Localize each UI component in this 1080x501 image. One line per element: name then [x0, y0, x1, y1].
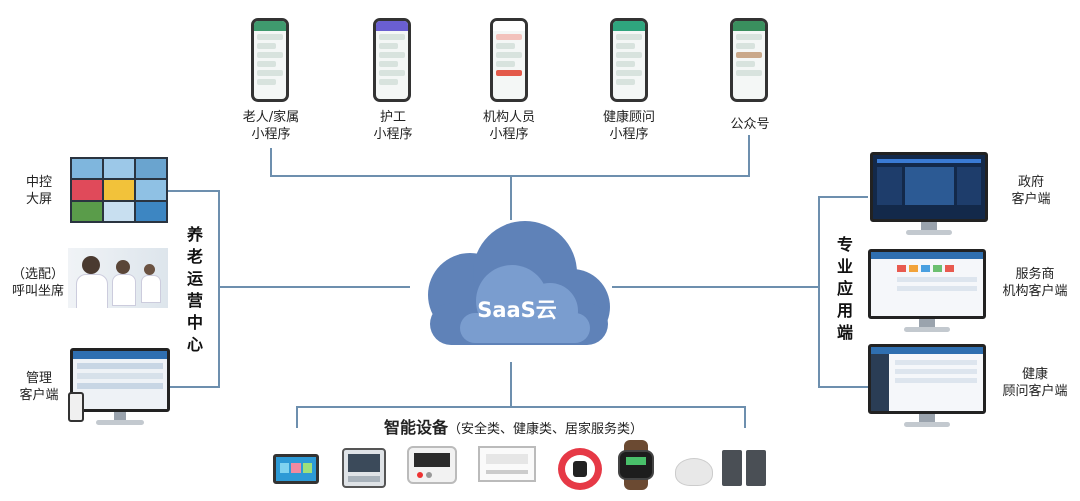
service-provider-monitor-icon: [868, 249, 986, 319]
health-kiosk-device-icon: [342, 448, 386, 488]
medical-kit-device-icon: [478, 446, 536, 482]
service-provider-monitor-stand: [919, 319, 935, 327]
phone-caregiver: [373, 18, 411, 102]
bottom-to-cloud-line: [510, 362, 512, 408]
health-advisor-monitor-stand: [919, 414, 935, 422]
label-health-advisor-client: 健康 顾问客户端: [1002, 367, 1068, 399]
smart-watch-icon: [616, 440, 656, 490]
left-branch-1: [168, 190, 220, 192]
blood-pressure-monitor-icon: [407, 446, 457, 484]
phone-official-account: [730, 18, 768, 102]
red-smart-band-icon: [558, 448, 602, 490]
label-official-account: 公众号: [730, 117, 770, 132]
phone-elder-family: [251, 18, 289, 102]
top-drop-5: [748, 135, 750, 176]
smart-panel-device-icon: [273, 454, 319, 484]
label-call-seat: （选配） 呼叫坐席: [11, 267, 64, 299]
right-to-cloud-line: [612, 286, 818, 288]
devices-subtitle: （安全类、健康类、居家服务类）: [448, 422, 644, 437]
management-client-monitor-icon: [70, 348, 170, 412]
door-sensor-device-icon: [722, 450, 768, 486]
right-branch-3: [818, 386, 868, 388]
label-health-advisor: 健康顾问 小程序: [602, 110, 655, 142]
service-provider-monitor-base: [904, 327, 950, 332]
label-government-client: 政府 客户端: [1011, 175, 1051, 207]
saas-cloud-icon: [428, 221, 610, 345]
government-monitor-stand: [921, 222, 937, 230]
bottom-title: 智能设备（安全类、健康类、居家服务类）: [384, 414, 684, 438]
management-monitor-stand: [114, 412, 126, 420]
label-management-client: 管理 客户端: [19, 371, 59, 403]
bottom-drop-right: [744, 406, 746, 428]
left-to-cloud-line: [220, 286, 410, 288]
label-central-screen: 中控 大屏: [25, 175, 52, 207]
left-branch-3: [168, 386, 220, 388]
health-advisor-monitor-icon: [868, 344, 986, 414]
label-service-provider-client: 服务商 机构客户端: [1002, 267, 1068, 299]
left-group-title: 养老运营中心: [186, 225, 203, 354]
call-center-photo-icon: [68, 248, 168, 308]
bottom-bus-line: [296, 406, 746, 408]
devices-title: 智能设备: [384, 418, 449, 437]
top-to-cloud-line: [510, 175, 512, 220]
management-monitor-base: [96, 420, 144, 425]
right-branch-1: [818, 196, 868, 198]
bottom-drop-left: [296, 406, 298, 428]
health-advisor-monitor-base: [904, 422, 950, 427]
government-monitor-base: [906, 230, 952, 235]
left-bus-line: [218, 190, 220, 387]
smoke-sensor-device-icon: [675, 458, 713, 486]
label-caregiver: 护工 小程序: [373, 110, 413, 142]
right-bus-line: [818, 196, 820, 388]
management-phone-icon: [68, 392, 84, 422]
video-wall-icon: [70, 157, 168, 223]
saas-cloud-label: SaaS云: [477, 298, 557, 322]
right-group-title: 专业应用端: [836, 235, 853, 342]
phone-health-advisor: [610, 18, 648, 102]
label-elder-family: 老人/家属 小程序: [242, 110, 300, 142]
government-client-monitor-icon: [870, 152, 988, 222]
phone-institution-staff: [490, 18, 528, 102]
label-institution-staff: 机构人员 小程序: [482, 110, 535, 142]
top-drop-1: [270, 148, 272, 176]
